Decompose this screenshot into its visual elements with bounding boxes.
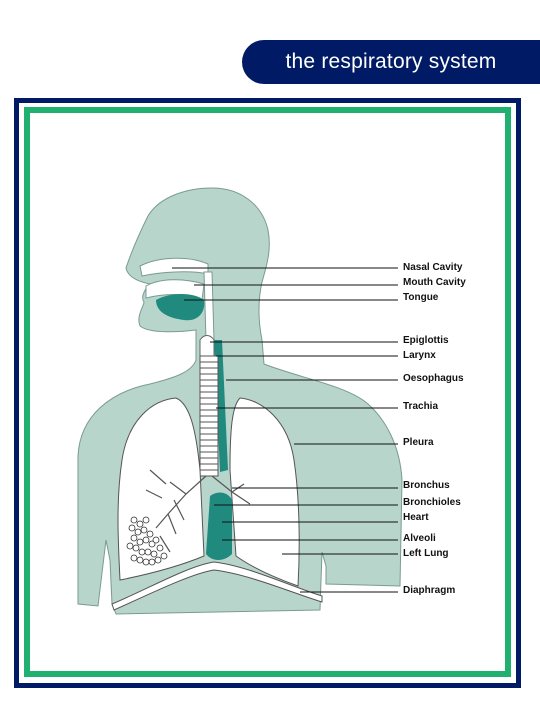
trachea bbox=[199, 355, 219, 477]
diaphragm bbox=[111, 561, 323, 611]
alveoli bbox=[126, 516, 168, 566]
label-left-lung: Left Lung bbox=[403, 548, 449, 559]
label-bronchioles: Bronchioles bbox=[403, 497, 461, 508]
label-tongue: Tongue bbox=[403, 292, 439, 303]
epiglottis bbox=[199, 335, 215, 357]
pharynx bbox=[203, 271, 215, 341]
label-group: Nasal Cavity Mouth Cavity Tongue Epiglot… bbox=[403, 262, 466, 596]
label-heart: Heart bbox=[403, 512, 429, 523]
heart bbox=[206, 492, 232, 560]
bronchi bbox=[145, 469, 251, 553]
label-pleura: Pleura bbox=[403, 437, 434, 448]
label-nasal-cavity: Nasal Cavity bbox=[403, 262, 463, 273]
label-alveoli: Alveoli bbox=[403, 533, 436, 544]
page-title: the respiratory system bbox=[285, 50, 497, 73]
inner-frame bbox=[24, 107, 511, 677]
title-banner: the respiratory system bbox=[242, 40, 540, 84]
left-lung bbox=[229, 397, 300, 587]
label-epiglottis: Epiglottis bbox=[403, 335, 449, 346]
label-trachia: Trachia bbox=[403, 401, 438, 412]
leader-lines bbox=[172, 267, 398, 593]
label-diaphragm: Diaphragm bbox=[403, 585, 455, 596]
label-oesophagus: Oesophagus bbox=[403, 373, 464, 384]
label-mouth-cavity: Mouth Cavity bbox=[403, 277, 466, 288]
label-bronchus: Bronchus bbox=[403, 480, 450, 491]
tongue bbox=[156, 294, 205, 321]
label-larynx: Larynx bbox=[403, 350, 436, 361]
